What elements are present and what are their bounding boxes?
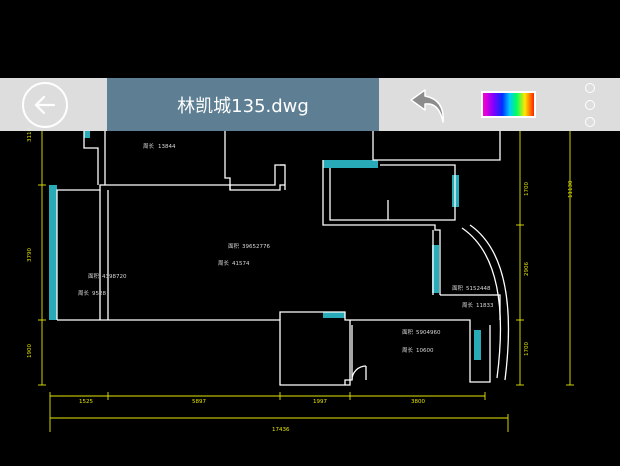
room-1-perim-value: 13844 bbox=[158, 144, 176, 150]
room-4-area-label: 面积 bbox=[452, 285, 464, 292]
room-2-perim-value: 41574 bbox=[232, 261, 250, 267]
menu-dot-icon bbox=[585, 83, 595, 93]
top-toolbar: 林凯城135.dwg bbox=[0, 78, 620, 131]
room-4-perim-value: 11833 bbox=[476, 303, 494, 309]
dim-right-3: 1700 bbox=[524, 342, 530, 356]
room-2-area-label: 面积 bbox=[228, 243, 240, 250]
dimension-texts: 1525 5897 1997 3800 17436 3110 3790 1900… bbox=[27, 128, 574, 433]
room-3-area-value: 4398720 bbox=[102, 274, 127, 280]
room-labels: 周长 13844 面积 39652776 周长 41574 面积 4398720… bbox=[78, 142, 494, 354]
back-button[interactable] bbox=[22, 82, 68, 128]
file-title: 林凯城135.dwg bbox=[177, 95, 309, 117]
room-5-area-label: 面积 bbox=[402, 329, 414, 336]
room-4-area-value: 5152448 bbox=[466, 286, 491, 292]
dim-bottom-4: 3800 bbox=[411, 399, 425, 405]
room-1-perim-label: 周长 bbox=[143, 142, 155, 150]
room-4-perim-label: 周长 bbox=[462, 301, 474, 309]
room-2-perim-label: 周长 bbox=[218, 259, 230, 267]
dim-bottom-3: 1997 bbox=[313, 399, 327, 405]
dim-bottom-1: 1525 bbox=[79, 399, 93, 405]
room-3-area-label: 面积 bbox=[88, 273, 100, 280]
dim-total: 17436 bbox=[272, 427, 290, 433]
dim-right-1: 1700 bbox=[524, 182, 530, 196]
dimension-lines bbox=[38, 131, 574, 432]
dim-bottom-2: 5897 bbox=[192, 399, 206, 405]
undo-curved-arrow-icon bbox=[410, 89, 444, 123]
room-5-perim-value: 10600 bbox=[416, 348, 434, 354]
room-2-area-value: 39652776 bbox=[242, 244, 270, 250]
dim-left-2: 3790 bbox=[27, 248, 33, 262]
dim-right-total: 11130 bbox=[568, 180, 574, 198]
floor-plan-walls bbox=[56, 131, 510, 386]
undo-button[interactable] bbox=[405, 80, 453, 128]
dim-left-1: 3110 bbox=[27, 128, 33, 142]
color-palette-button[interactable] bbox=[481, 91, 536, 118]
room-3-perim-label: 周长 bbox=[78, 289, 90, 297]
file-title-panel: 林凯城135.dwg bbox=[107, 78, 379, 131]
room-3-perim-value: 9528 bbox=[92, 291, 106, 297]
dim-right-2: 2906 bbox=[524, 262, 530, 276]
dim-left-3: 1900 bbox=[27, 344, 33, 358]
room-5-area-value: 5904960 bbox=[416, 330, 441, 336]
more-menu-button[interactable] bbox=[580, 80, 600, 130]
menu-dot-icon bbox=[585, 100, 595, 110]
room-5-perim-label: 周长 bbox=[402, 346, 414, 354]
arrow-left-icon bbox=[34, 95, 56, 115]
menu-dot-icon bbox=[585, 117, 595, 127]
